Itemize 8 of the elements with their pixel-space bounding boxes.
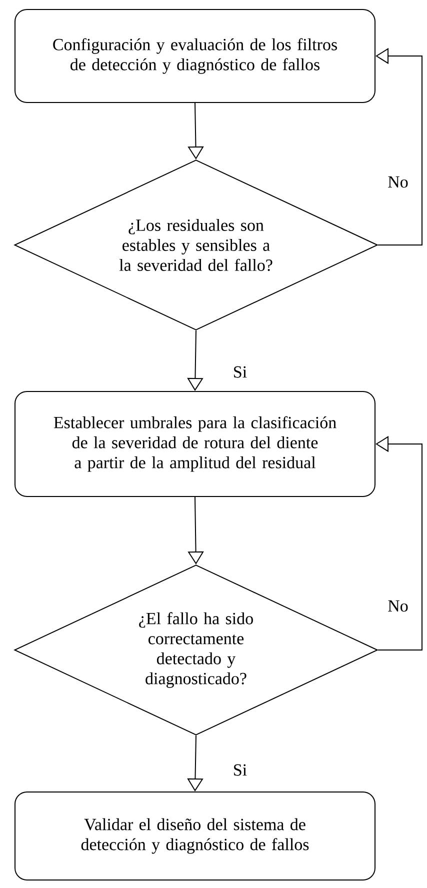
edge-label: No [386, 175, 410, 189]
arrow [187, 330, 204, 391]
edge-label: Si [232, 763, 248, 777]
process-box: Validar el diseño del sistema de detección y diagnóstico de fallos [14, 792, 376, 880]
process-box: Establecer umbrales para la clasificación de la severidad de rotura del diente a partir de la amplitud del residual [14, 391, 376, 497]
edge-label: Si [232, 365, 248, 379]
edge-label: No [386, 599, 410, 613]
process-box: Configuración y evaluación de los filtros de detección y diagnóstico de fallos [14, 9, 376, 103]
